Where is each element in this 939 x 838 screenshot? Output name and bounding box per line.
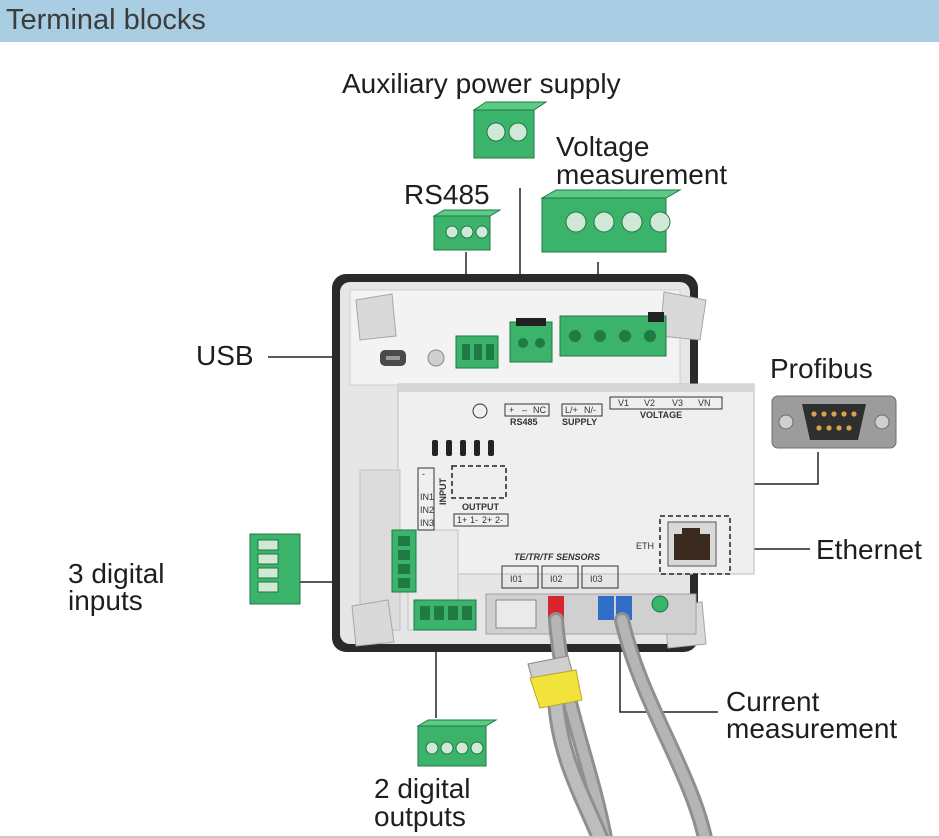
voltage-terminal bbox=[540, 189, 682, 253]
cables bbox=[547, 612, 713, 838]
voltage-terminal-mounted bbox=[559, 312, 667, 357]
label-digital-outputs-line2: outputs bbox=[374, 801, 466, 832]
digital-outputs-terminal bbox=[416, 719, 498, 767]
bottom-rule bbox=[0, 836, 939, 838]
digital-inputs-terminal bbox=[249, 533, 301, 605]
supply-terminal-mounted bbox=[509, 318, 553, 363]
svg-text:I03: I03 bbox=[590, 574, 603, 584]
rs485-term-minus: – bbox=[522, 405, 527, 415]
profibus-connector bbox=[771, 395, 897, 449]
label-current-line1: Current bbox=[726, 686, 820, 717]
ethernet-port: ETH bbox=[636, 515, 731, 575]
aux-power-terminal bbox=[472, 101, 548, 159]
svg-text:1-: 1- bbox=[470, 515, 478, 525]
input-caption: INPUT bbox=[438, 477, 448, 505]
svg-text:IN1: IN1 bbox=[420, 492, 434, 502]
svg-text:IN3: IN3 bbox=[420, 518, 434, 528]
label-voltage-line2: measurement bbox=[556, 159, 728, 190]
header-bar: Terminal blocks bbox=[0, 0, 939, 42]
label-voltage-line1: Voltage bbox=[556, 131, 650, 162]
svg-text:2-: 2- bbox=[495, 515, 503, 525]
rs485-term-nc: NC bbox=[533, 405, 546, 415]
label-digital-inputs-line2: inputs bbox=[68, 585, 143, 616]
front-markings: + – NC RS485 L/+ N/- SUPPLY V1 V2 V3 VN … bbox=[472, 396, 723, 427]
rs485-caption: RS485 bbox=[510, 417, 538, 427]
page-title: Terminal blocks bbox=[6, 4, 206, 36]
svg-text:-: - bbox=[422, 469, 425, 479]
rs485-terminal bbox=[432, 209, 502, 251]
svg-text:2+: 2+ bbox=[482, 515, 492, 525]
label-rs485: RS485 bbox=[404, 179, 490, 210]
supply-caption: SUPPLY bbox=[562, 417, 597, 427]
supply-term-l: L/+ bbox=[565, 405, 578, 415]
voltage-term-vn: VN bbox=[698, 398, 711, 408]
output-caption: OUTPUT bbox=[462, 502, 500, 512]
profibus-placeholder bbox=[451, 465, 507, 499]
label-usb: USB bbox=[196, 340, 254, 371]
sensor-jack bbox=[495, 599, 537, 629]
svg-text:1+: 1+ bbox=[457, 515, 467, 525]
svg-text:IN2: IN2 bbox=[420, 505, 434, 515]
supply-term-n: N/- bbox=[584, 405, 596, 415]
voltage-term-v1: V1 bbox=[618, 398, 629, 408]
label-profibus: Profibus bbox=[770, 353, 873, 384]
input-terminal-mounted bbox=[391, 529, 417, 593]
output-terminal-mounted bbox=[413, 599, 477, 631]
vent-slots bbox=[432, 440, 494, 456]
ground-terminal bbox=[651, 595, 669, 613]
svg-text:I02: I02 bbox=[550, 574, 563, 584]
label-digital-inputs-line1: 3 digital bbox=[68, 558, 165, 589]
voltage-term-v3: V3 bbox=[672, 398, 683, 408]
svg-text:ETH: ETH bbox=[636, 541, 654, 551]
rs485-term-plus: + bbox=[509, 405, 514, 415]
label-aux-power: Auxiliary power supply bbox=[342, 68, 621, 99]
screw bbox=[427, 349, 445, 367]
label-digital-outputs-line1: 2 digital bbox=[374, 773, 471, 804]
voltage-term-v2: V2 bbox=[644, 398, 655, 408]
voltage-caption: VOLTAGE bbox=[640, 410, 682, 420]
sensor-plug-blue bbox=[598, 596, 614, 620]
sensor-cable-connector bbox=[527, 655, 583, 709]
svg-text:I01: I01 bbox=[510, 574, 523, 584]
label-current-line2: measurement bbox=[726, 713, 898, 744]
rs485-terminal-mounted bbox=[455, 335, 499, 369]
sensors-caption: TE/TR/TF SENSORS bbox=[514, 552, 600, 562]
label-ethernet: Ethernet bbox=[816, 534, 922, 565]
